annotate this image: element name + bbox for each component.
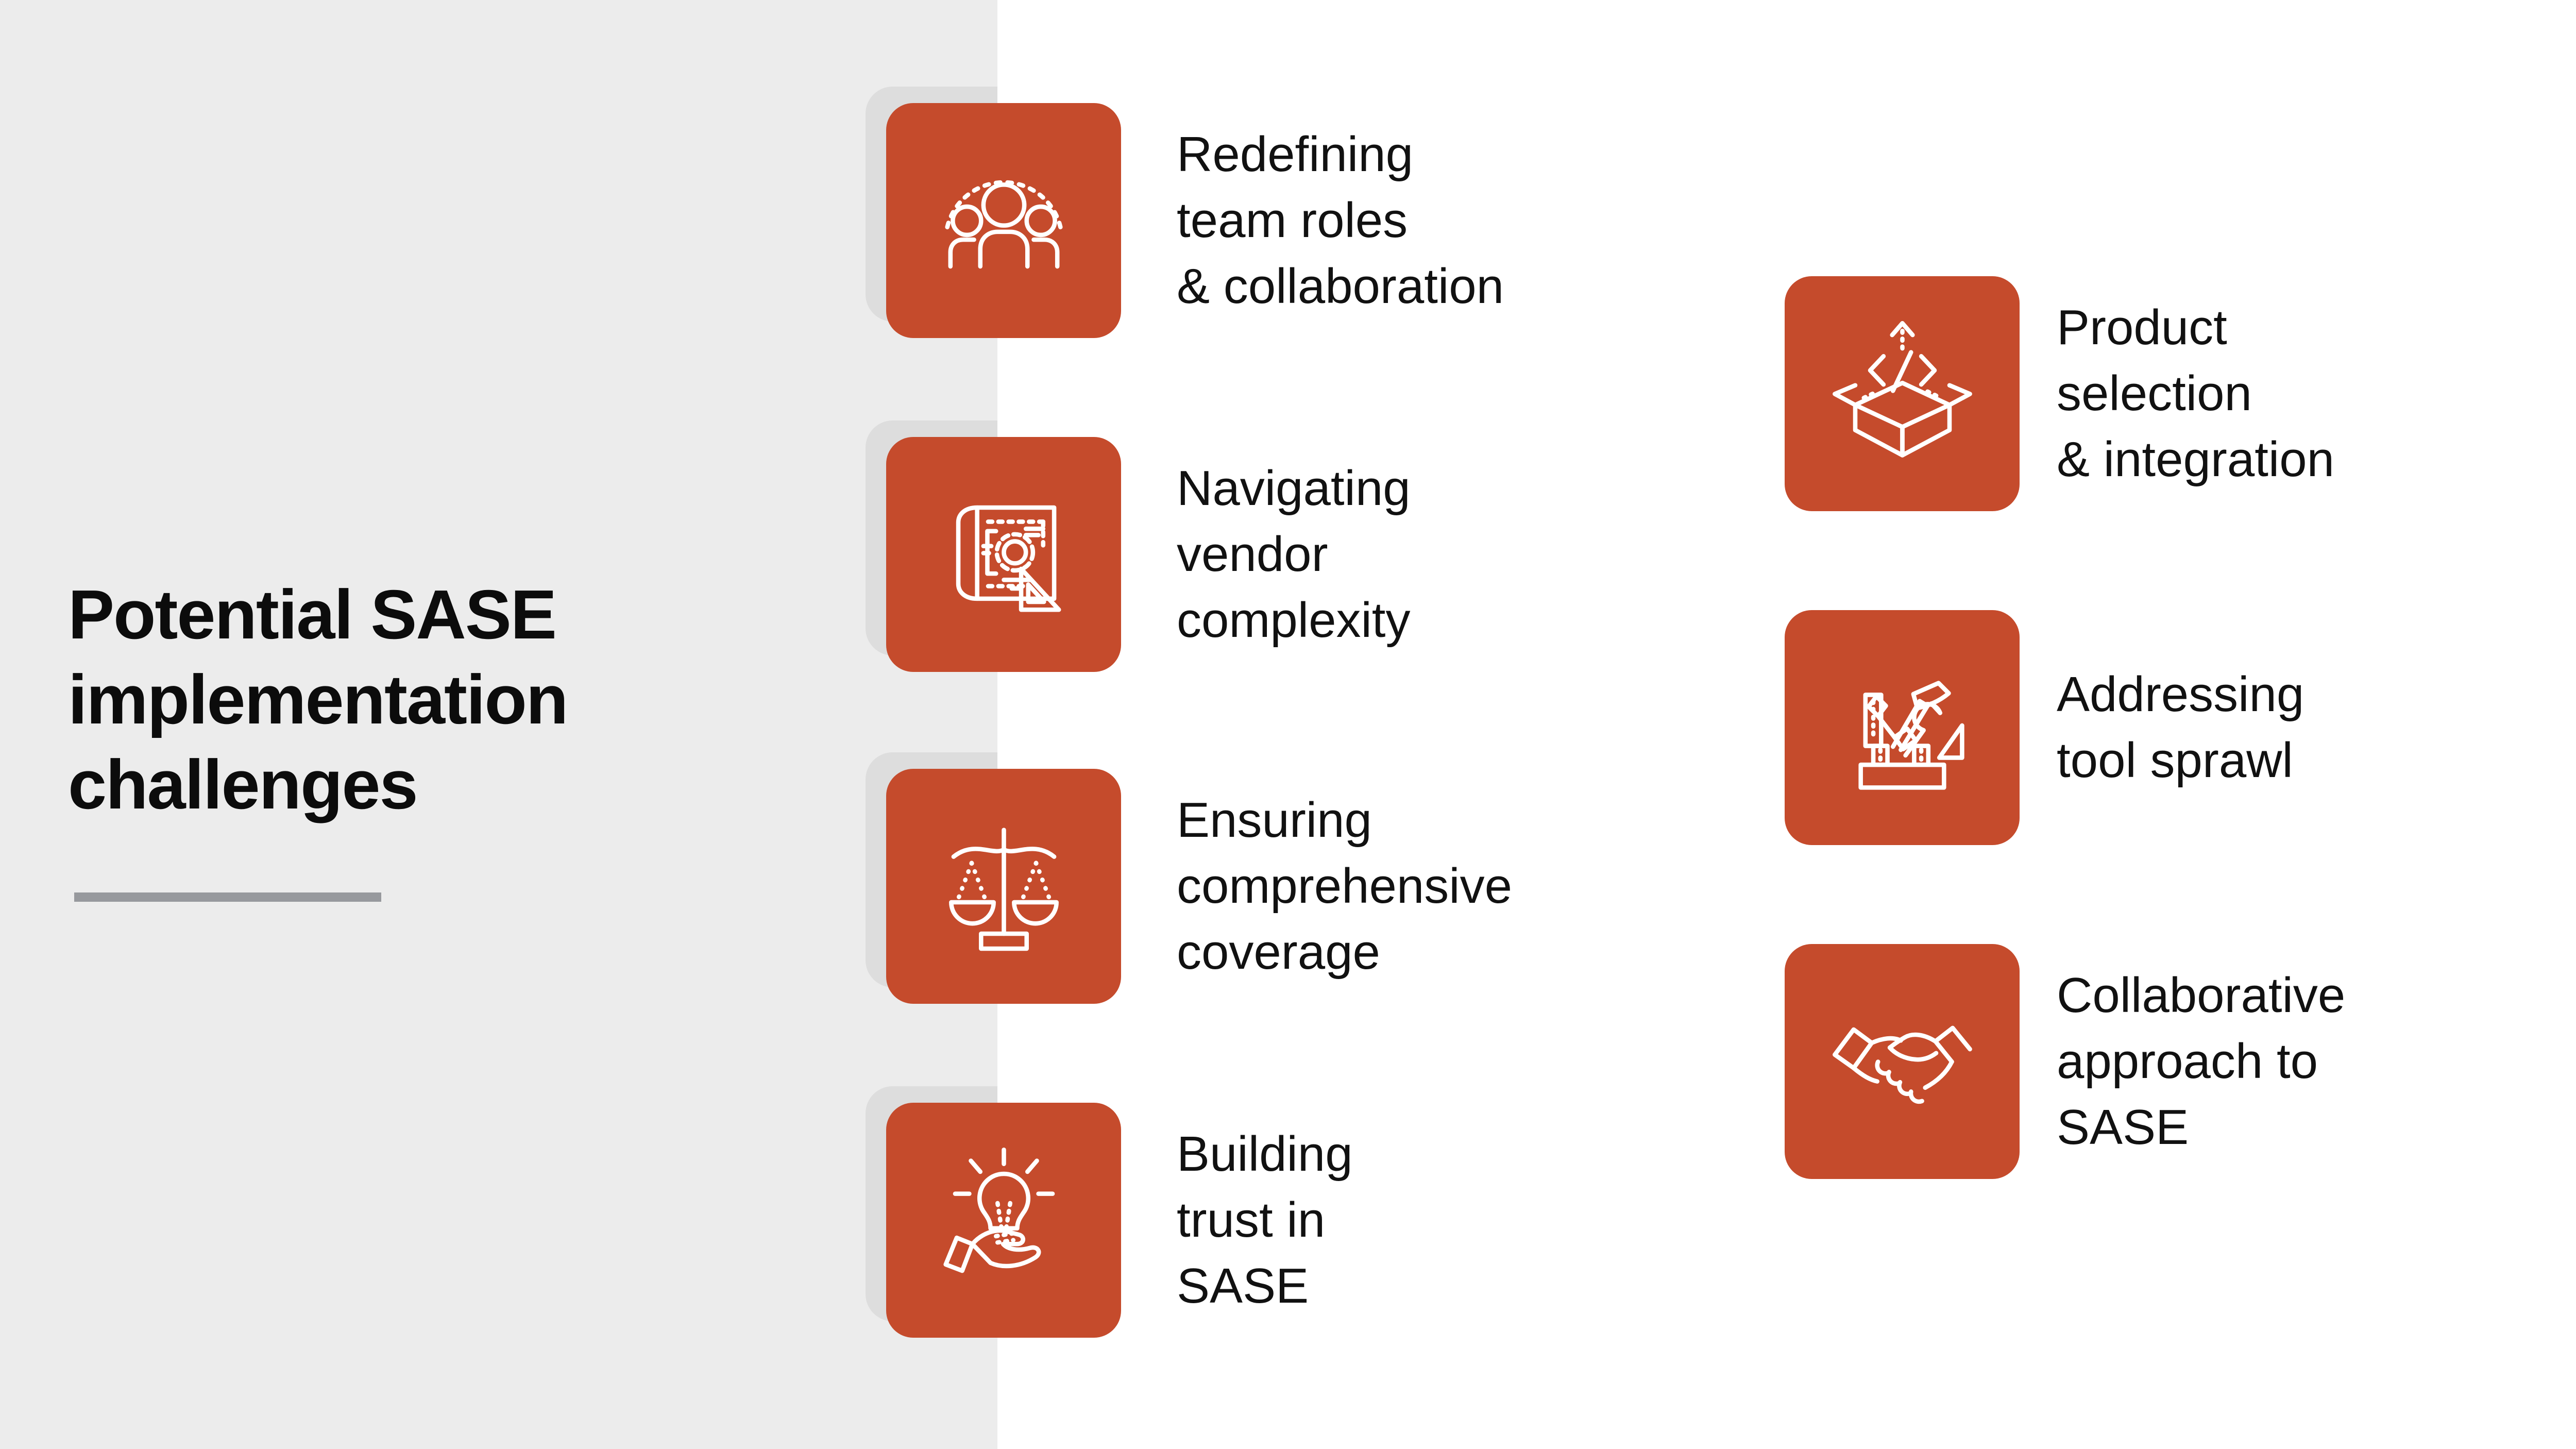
balance-scale-icon	[925, 808, 1082, 965]
left-panel: Potential SASE implementation challenges	[0, 0, 997, 1449]
handshake-icon	[1824, 983, 1981, 1140]
product-box-icon	[1824, 315, 1981, 473]
label-comprehensive-coverage: Ensuring comprehensive coverage	[1177, 793, 1512, 980]
label-tool-sprawl: Addressing tool sprawl	[2057, 667, 2304, 788]
tile-collaborative-approach	[1785, 944, 2020, 1179]
label-collaborative-approach: Collaborative approach to SASE	[2057, 968, 2346, 1155]
toolbox-icon	[1824, 649, 1981, 806]
label-product-selection: Product selection & integration	[2057, 300, 2335, 487]
team-group-icon	[925, 142, 1082, 299]
tile-comprehensive-coverage	[886, 769, 1121, 1004]
label-vendor-complexity: Navigating vendor complexity	[1177, 461, 1411, 648]
tile-tool-sprawl	[1785, 610, 2020, 845]
tile-trust-in-sase	[886, 1103, 1121, 1338]
idea-hand-icon	[925, 1142, 1082, 1299]
tile-vendor-complexity	[886, 437, 1121, 672]
tile-product-selection	[1785, 276, 2020, 511]
label-team-roles: Redefining team roles & collaboration	[1177, 127, 1504, 314]
tile-team-roles	[886, 103, 1121, 338]
title-underline-rule	[74, 892, 381, 902]
page-title: Potential SASE implementation challenges	[68, 576, 568, 823]
blueprint-icon	[925, 476, 1082, 633]
label-trust-in-sase: Building trust in SASE	[1177, 1126, 1353, 1313]
